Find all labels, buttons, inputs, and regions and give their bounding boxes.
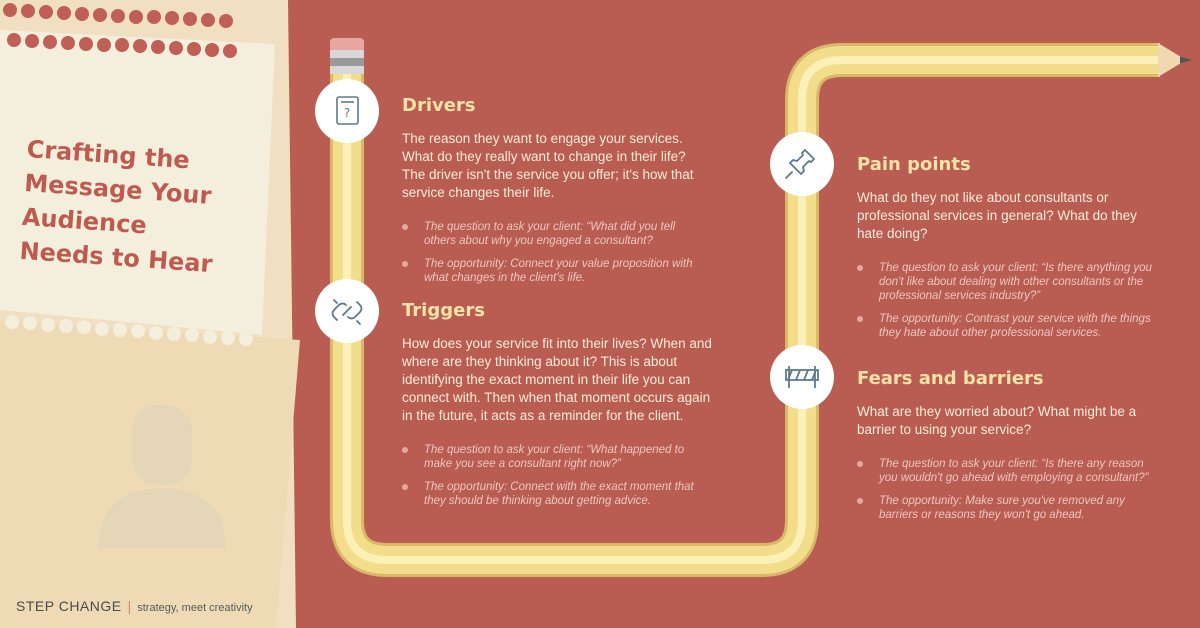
list-item: The question to ask your client: “What d… bbox=[402, 220, 702, 248]
brand-tagline: strategy, meet creativity bbox=[137, 602, 253, 614]
perforation-bottom bbox=[5, 315, 253, 346]
bullet-list: The question to ask your client: “Is the… bbox=[857, 457, 1153, 522]
list-item: The opportunity: Make sure you've remove… bbox=[857, 494, 1153, 522]
perforation-top bbox=[3, 3, 237, 58]
pencil-eraser bbox=[330, 38, 364, 52]
section-heading: Pain points bbox=[857, 154, 971, 175]
footer-brand: STEP CHANGE | strategy, meet creativity bbox=[16, 598, 253, 616]
section-heading: Fears and barriers bbox=[857, 368, 1044, 389]
drivers-icon-badge: ? bbox=[315, 79, 379, 143]
list-item: The opportunity: Contrast your service w… bbox=[857, 312, 1153, 340]
brand-name: STEP CHANGE bbox=[16, 598, 122, 614]
section-body: What are they worried about? What might … bbox=[857, 404, 1137, 437]
list-item: The opportunity: Connect your value prop… bbox=[402, 257, 702, 285]
paper-stack bbox=[0, 0, 300, 628]
section-heading: Drivers bbox=[402, 95, 476, 116]
section-heading: Triggers bbox=[402, 300, 485, 321]
section-fears-and-barriers: Fears and barriers What are they worried… bbox=[857, 368, 1167, 531]
list-item: The question to ask your client: “Is the… bbox=[857, 261, 1153, 303]
section-body: How does your service fit into their liv… bbox=[402, 336, 712, 423]
page-title: Crafting the Message Your Audience Needs… bbox=[19, 132, 268, 284]
pushpin-icon bbox=[785, 148, 816, 179]
brand-separator: | bbox=[127, 598, 132, 614]
list-item: The question to ask your client: “Is the… bbox=[857, 457, 1153, 485]
list-item: The opportunity: Connect with the exact … bbox=[402, 480, 702, 508]
note-paper bbox=[0, 30, 275, 335]
pencil bbox=[330, 38, 1192, 577]
pencil-tip bbox=[1158, 43, 1186, 77]
barrier-icon bbox=[785, 366, 819, 388]
svg-text:?: ? bbox=[344, 106, 350, 120]
bullet-list: The question to ask your client: “Is the… bbox=[857, 261, 1153, 340]
bullet-list: The question to ask your client: “What d… bbox=[402, 220, 702, 285]
section-pain-points: Pain points What do they not like about … bbox=[857, 154, 1167, 349]
person-silhouette-icon bbox=[98, 405, 226, 548]
section-body: What do they not like about consultants … bbox=[857, 190, 1137, 241]
triggers-icon-badge bbox=[315, 279, 379, 343]
list-item: The question to ask your client: “What h… bbox=[402, 443, 702, 471]
section-drivers: Drivers The reason they want to engage y… bbox=[402, 95, 722, 294]
bullet-list: The question to ask your client: “What h… bbox=[402, 443, 702, 508]
section-body: The reason they want to engage your serv… bbox=[402, 131, 694, 200]
fears-icon-badge bbox=[770, 345, 834, 409]
broken-link-icon bbox=[331, 299, 363, 325]
section-triggers: Triggers How does your service fit into … bbox=[402, 300, 722, 517]
pain-points-icon-badge bbox=[770, 132, 834, 196]
clipboard-question-icon: ? bbox=[336, 96, 359, 125]
